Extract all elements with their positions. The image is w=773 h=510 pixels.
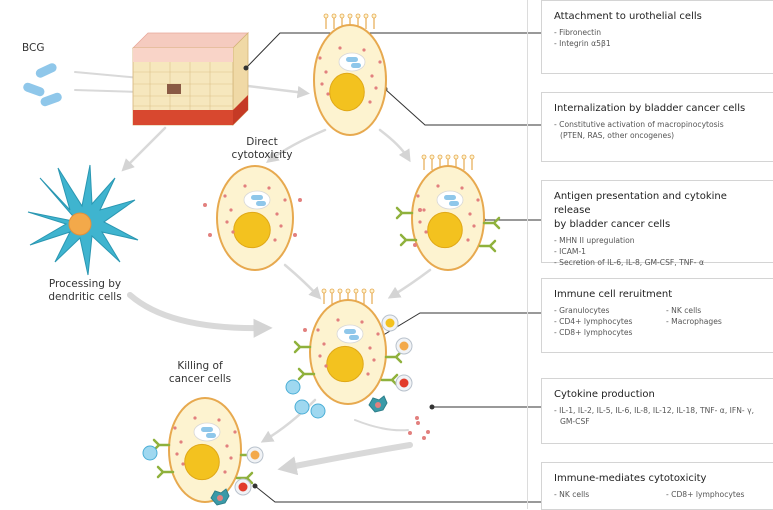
box-item: - Constitutive activation of macropinocy… xyxy=(554,120,724,129)
cell-killing xyxy=(152,397,258,503)
flow-arrows xyxy=(74,71,432,476)
box-item: - Integrin α5β1 xyxy=(554,39,611,48)
box-item: - CD8+ lymphocytes xyxy=(554,328,633,337)
box-immune-cytotoxicity: Immune-mediates cytotoxicity - NK cells … xyxy=(541,462,773,510)
box-antigen-presentation: Antigen presentation and cytokine releas… xyxy=(541,180,773,267)
cell-immune-recruitment xyxy=(293,288,403,405)
arrow-cytokine-center xyxy=(354,419,409,432)
processing-line-2: dendritic cells xyxy=(48,291,122,303)
box-item: - ICAM-1 xyxy=(554,247,587,256)
killing-line-1: Killing of xyxy=(177,360,223,372)
box-columns: - NK cells - CD8+ lymphocytes xyxy=(554,489,763,500)
direct-cytotoxicity-label: Direct cytotoxicity xyxy=(222,136,302,162)
cell-direct-cytotoxicity xyxy=(216,165,294,271)
box-col-1: - Granulocytes - CD4+ lymphocytes - CD8+… xyxy=(554,305,666,338)
cells-layer xyxy=(142,13,501,506)
cell-antigen-presentation xyxy=(395,154,501,271)
killing-label: Killing of cancer cells xyxy=(160,360,240,386)
box-cytokine-production: Cytokine production - IL-1, IL-2, IL-5, … xyxy=(541,378,773,444)
panel-divider xyxy=(527,0,528,509)
box-item: GM-CSF xyxy=(560,417,590,426)
direct-line-1: Direct xyxy=(246,136,278,148)
arrow-cytokine-to-killing xyxy=(277,442,413,476)
box-item: - Fibronectin xyxy=(554,28,602,37)
box-item: - NK cells xyxy=(666,306,702,315)
bladder-tissue-block xyxy=(132,32,249,126)
immune-cells xyxy=(142,314,413,506)
box-title-line: by bladder cancer cells xyxy=(554,219,671,230)
processing-label: Processing by dendritic cells xyxy=(30,278,140,304)
bcg-label: BCG xyxy=(22,42,45,54)
box-item: - Macrophages xyxy=(666,317,722,326)
arrow-tissue-to-dendritic xyxy=(121,126,167,172)
box-item: - Granulocytes xyxy=(554,306,610,315)
processing-line-1: Processing by xyxy=(48,278,122,290)
bcg-bacteria xyxy=(23,63,62,107)
arrow-center-to-killing xyxy=(260,398,317,443)
box-title: Immune-mediates cytotoxicity xyxy=(554,473,707,484)
box-item: (PTEN, RAS, other oncogenes) xyxy=(560,131,675,140)
box-title: Cytokine production xyxy=(554,389,655,400)
box-item: - NK cells xyxy=(554,490,590,499)
arrow-bcg-to-tissue-2 xyxy=(74,89,141,93)
arrow-dendritic-to-center xyxy=(127,292,273,338)
box-item: - Secretion of IL-6, IL-8, GM-CSF, TNF- … xyxy=(554,258,704,267)
box-item: - CD8+ lymphocytes xyxy=(666,490,745,499)
arrow-to-direct xyxy=(265,128,327,163)
box-item: - IL-1, IL-2, IL-5, IL-6, IL-8, IL-12, I… xyxy=(554,406,754,415)
box-title: Attachment to urothelial cells xyxy=(554,11,702,22)
box-attachment: Attachment to urothelial cells - Fibrone… xyxy=(541,0,773,74)
box-columns: - Granulocytes - CD4+ lymphocytes - CD8+… xyxy=(554,305,763,338)
box-col-1: - NK cells xyxy=(554,489,666,500)
box-col-2: - NK cells - Macrophages xyxy=(666,305,722,338)
connectors xyxy=(245,32,541,503)
arrow-to-antigen xyxy=(378,128,411,163)
arrow-bcg-to-tissue xyxy=(74,71,141,79)
box-internalization: Internalization by bladder cancer cells … xyxy=(541,92,773,162)
killing-line-2: cancer cells xyxy=(168,373,232,385)
box-col-2: - CD8+ lymphocytes xyxy=(666,489,744,500)
arrow-direct-to-center xyxy=(283,263,322,300)
box-title: Internalization by bladder cancer cells xyxy=(554,103,746,114)
arrow-tissue-to-cell xyxy=(246,84,310,99)
box-immune-recruitment: Immune cell reruitment - Granulocytes - … xyxy=(541,278,773,353)
box-item: - CD4+ lymphocytes xyxy=(554,317,633,326)
direct-line-2: cytotoxicity xyxy=(231,149,293,161)
box-item: - MHN II upregulation xyxy=(554,236,635,245)
cell-attachment xyxy=(313,13,387,136)
dendritic-cell xyxy=(27,164,139,276)
box-title: Immune cell reruitment xyxy=(554,289,673,300)
box-title-line: Antigen presentation and cytokine releas… xyxy=(554,191,727,216)
arrow-antigen-to-center xyxy=(387,268,432,299)
